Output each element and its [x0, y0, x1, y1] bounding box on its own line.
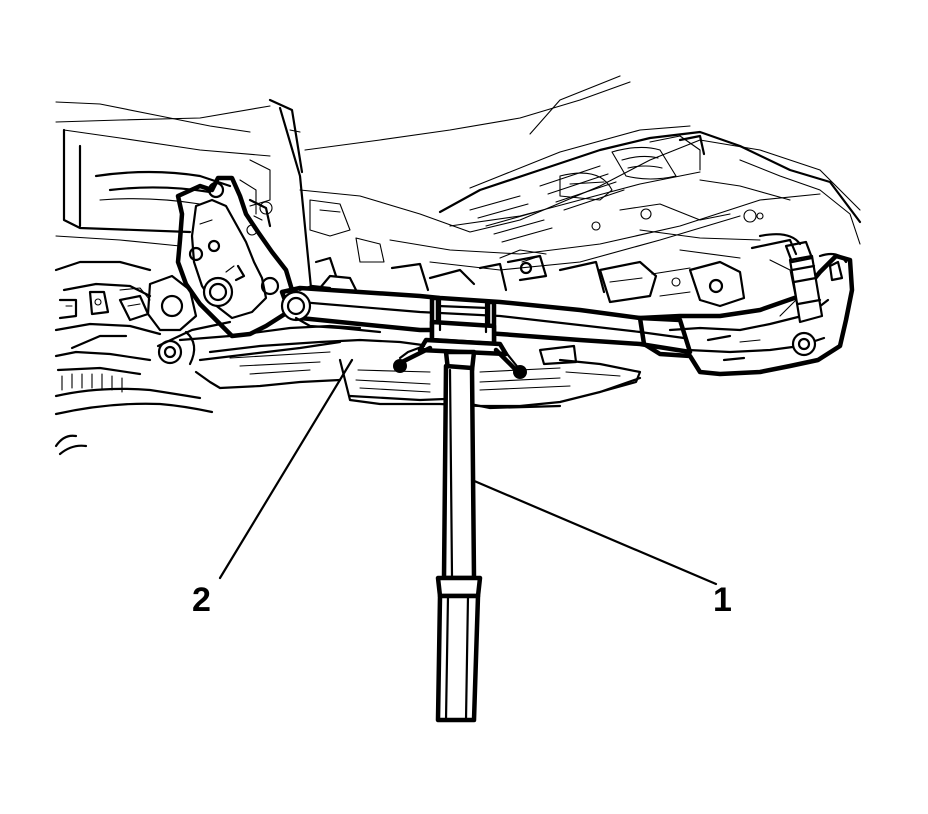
leader-line-1 [470, 478, 718, 586]
left-wheel-area [54, 260, 214, 456]
callout-label-1: 1 [713, 581, 732, 619]
callout-label-2: 2 [192, 581, 211, 619]
jack-stand [435, 363, 483, 723]
right-trailing-arm-assembly [390, 233, 855, 377]
vehicle-floor-pan [55, 75, 862, 300]
callout-leader-lines [218, 358, 718, 586]
leader-line-2 [218, 358, 354, 580]
